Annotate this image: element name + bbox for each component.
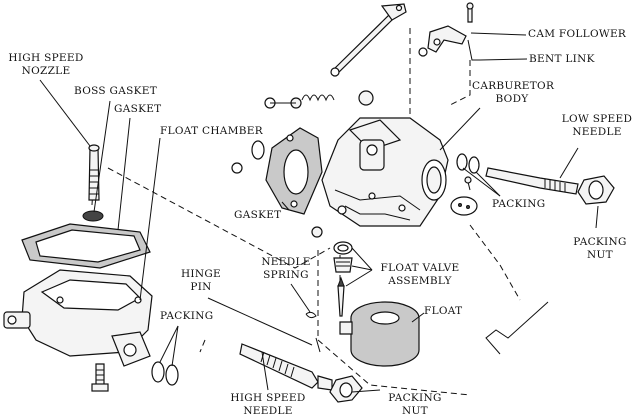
label-low-speed-needle-line1: LOW SPEED	[561, 113, 633, 125]
needle-spring-part	[305, 311, 317, 319]
label-hinge-pin-line2: PIN	[190, 281, 212, 293]
flange-gasket-part	[265, 127, 323, 215]
idle-screw	[264, 97, 302, 109]
nut-small	[311, 226, 323, 238]
label-packing-nut-bottom-line1: PACKING	[388, 392, 442, 404]
float-chamber-part	[3, 269, 153, 367]
float-needle	[337, 276, 345, 317]
packing-ring-left-1	[151, 361, 165, 383]
packing-ring-left-2	[165, 364, 179, 386]
label-float-valve-assembly-line2: ASSEMBLY	[388, 275, 452, 287]
assembly-line-right	[469, 224, 521, 301]
label-needle-spring-line2: SPRING	[263, 269, 309, 281]
cam-follower-part	[427, 2, 474, 53]
label-low-speed-needle-line2: NEEDLE	[572, 126, 622, 138]
label-packing-left: PACKING	[160, 310, 214, 322]
screw-small-right	[464, 176, 472, 191]
throttle-disc	[450, 196, 478, 216]
small-washer-left	[231, 162, 243, 174]
low-speed-needle-part	[485, 167, 579, 195]
high-speed-nozzle-part	[88, 144, 100, 201]
float-chamber-gasket-part	[21, 223, 151, 269]
label-bent-link: BENT LINK	[529, 53, 595, 65]
carburetor-body-part	[321, 117, 449, 227]
packing-ring-1	[456, 153, 468, 171]
label-float-valve-assembly-line1: FLOAT VALVE	[380, 262, 460, 274]
label-packing-right: PACKING	[492, 198, 546, 210]
bent-link-part	[467, 39, 480, 61]
label-high-speed-needle-line2: NEEDLE	[243, 405, 293, 417]
label-boss-gasket: BOSS GASKET	[74, 85, 158, 97]
label-cam-follower: CAM FOLLOWER	[528, 28, 627, 40]
assembly-line-high-speed-needle	[199, 339, 206, 353]
leader-lines	[39, 32, 599, 393]
label-carburetor-body-line1: CARBURETOR	[472, 80, 555, 92]
bent-link-rod	[485, 301, 549, 355]
packing-nut-right-part	[577, 175, 615, 205]
label-packing-nut-right-line1: PACKING	[573, 236, 627, 248]
label-float-chamber: FLOAT CHAMBER	[160, 125, 263, 137]
label-packing-nut-right-line2: NUT	[587, 249, 613, 261]
packing-ring-2	[468, 156, 480, 174]
boss-gasket-part	[82, 210, 104, 222]
label-high-speed-nozzle-line1: HIGH SPEED	[8, 52, 84, 64]
label-high-speed-nozzle-line2: NOZZLE	[21, 65, 71, 77]
assembly-line-gasket-body	[107, 167, 331, 269]
assembly-line-bent-link	[449, 60, 471, 106]
welch-plug	[358, 90, 374, 106]
label-float: FLOAT	[424, 305, 463, 317]
throttle-shaft	[330, 3, 407, 77]
label-needle-spring-line1: NEEDLE	[261, 256, 311, 268]
hinge-pin-part	[315, 337, 321, 353]
label-gasket-top: GASKET	[114, 103, 162, 115]
label-packing-nut-bottom-line2: NUT	[402, 405, 428, 417]
label-gasket-mid: GASKET	[234, 209, 282, 221]
label-high-speed-needle-line1: HIGH SPEED	[230, 392, 306, 404]
high-speed-needle-part	[239, 343, 333, 391]
ring-left	[251, 140, 265, 160]
washer-top	[418, 47, 428, 57]
bottom-screw	[91, 363, 109, 392]
label-carburetor-body-line2: BODY	[495, 93, 529, 105]
return-spring	[301, 94, 335, 102]
float-valve-seat	[333, 241, 353, 273]
label-hinge-pin-line1: HINGE	[180, 268, 222, 280]
assembly-line-float-pin	[317, 250, 471, 396]
float-part	[339, 301, 420, 367]
packing-nut-bottom-part	[329, 375, 363, 403]
